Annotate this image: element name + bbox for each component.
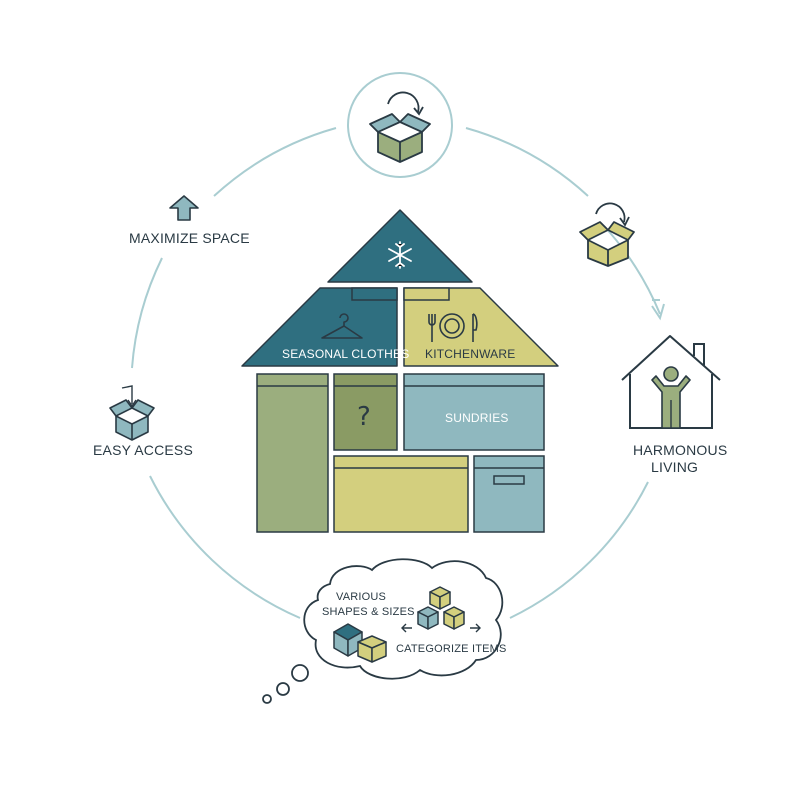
plate-cutlery-icon xyxy=(428,313,478,342)
arrow-up-icon xyxy=(169,195,199,221)
arrow-down-icon xyxy=(121,385,137,408)
question-mark: ? xyxy=(357,402,371,432)
label-various: VARIOUS xyxy=(336,591,387,603)
cycle-arrowhead xyxy=(413,106,424,116)
cycle-arrow-icon xyxy=(387,91,420,113)
label-maximize-space: MAXIMIZE SPACE xyxy=(129,230,250,246)
cube-icon-bubble-top xyxy=(429,586,451,610)
label-harmonous-living-1: HARMONOUS xyxy=(633,442,728,458)
cycle-arrowhead-right xyxy=(619,216,630,227)
house-person-icon xyxy=(621,335,721,429)
snowflake-icon xyxy=(388,241,412,269)
cube-icon-bubble-right xyxy=(443,606,465,630)
ring-arrowhead xyxy=(651,303,665,321)
label-easy-access: EASY ACCESS xyxy=(93,442,193,458)
cube-icon-bubble-left2 xyxy=(357,635,387,663)
ring-arc-left-lower xyxy=(149,475,301,619)
person-icon xyxy=(663,366,679,382)
cycle-arrow-icon-right xyxy=(595,202,626,223)
open-box-icon xyxy=(369,113,431,163)
label-kitchenware: KITCHENWARE xyxy=(425,347,516,361)
open-box-icon-right xyxy=(579,221,635,267)
cube-icon-bubble-mid xyxy=(417,606,439,630)
ring-arc-top-right xyxy=(465,127,589,197)
ring-arc-left xyxy=(131,257,163,369)
thought-dot-large xyxy=(291,664,309,682)
ring-arc-right-mid xyxy=(603,225,661,315)
tall-left-box xyxy=(256,373,329,533)
roof-right-tab xyxy=(403,287,450,301)
roof-left-tab xyxy=(351,287,398,301)
top-circle xyxy=(347,72,453,178)
label-seasonal-clothes: SEASONAL CLOTHES xyxy=(282,347,410,361)
label-harmonous-living-2: LIVING xyxy=(651,459,699,475)
hanger-icon xyxy=(321,313,363,339)
arrow-right-icon xyxy=(470,623,481,633)
thought-dot-small xyxy=(262,694,272,704)
ring-arc-right-lower xyxy=(509,481,649,619)
label-categorize-items: CATEGORIZE ITEMS xyxy=(396,643,507,655)
thought-dot-medium xyxy=(276,682,290,696)
cycle-ring xyxy=(131,127,661,619)
open-box-icon-left xyxy=(109,399,155,441)
roof-kitchenware xyxy=(403,287,559,367)
drawer-handle xyxy=(493,475,525,485)
arrow-left-icon xyxy=(401,623,412,633)
label-shapes-sizes: SHAPES & SIZES xyxy=(322,606,415,618)
label-sundries: SUNDRIES xyxy=(445,411,509,425)
ring-arc-top-left xyxy=(213,127,337,197)
